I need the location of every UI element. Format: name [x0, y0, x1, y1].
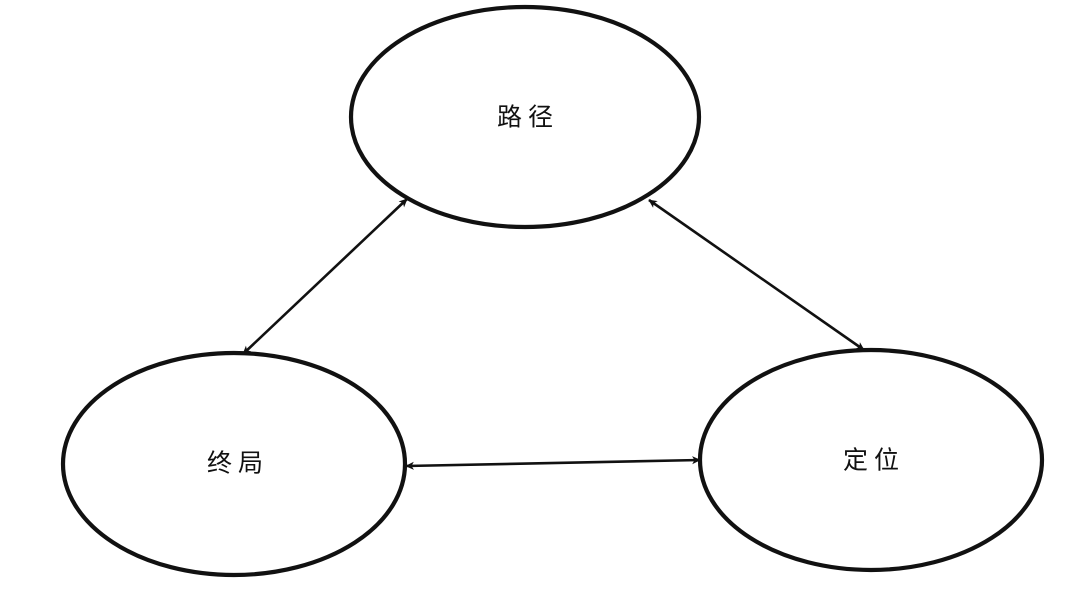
node-positioning[interactable]: 定位 — [697, 347, 1045, 573]
node-endgame-ellipse[interactable] — [60, 350, 408, 578]
edge-endgame-positioning[interactable] — [405, 456, 701, 470]
edge-group — [242, 198, 865, 470]
node-endgame-label: 终局 — [207, 450, 269, 478]
edge-endgame-path[interactable] — [242, 198, 408, 355]
node-endgame[interactable]: 终局 — [60, 350, 408, 578]
node-group: 路径 终局 定位 — [60, 4, 1045, 578]
node-path-label: 路径 — [497, 104, 559, 132]
node-positioning-label: 定位 — [843, 447, 905, 475]
node-path[interactable]: 路径 — [348, 4, 702, 230]
node-path-ellipse[interactable] — [348, 4, 702, 230]
edge-path-positioning[interactable] — [648, 198, 865, 352]
node-positioning-ellipse[interactable] — [697, 347, 1045, 573]
